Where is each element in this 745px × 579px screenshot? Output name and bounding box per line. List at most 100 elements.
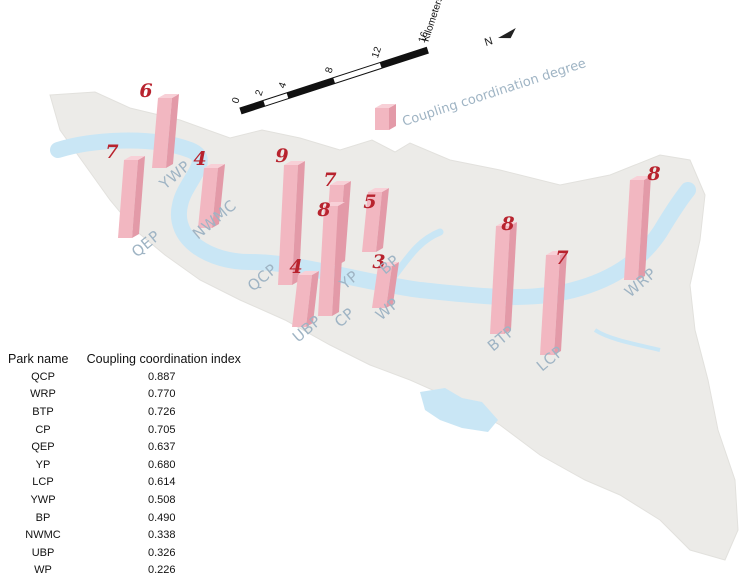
bar-side-face	[332, 202, 345, 316]
row-index-value: 0.680	[148, 458, 176, 471]
scale-tick-label: 0	[230, 96, 242, 105]
lake	[420, 388, 498, 432]
bar-top-face	[124, 156, 145, 160]
bar-top-face	[546, 251, 567, 255]
scale-tick-label: 2	[254, 88, 266, 97]
bar-side-face	[292, 161, 305, 285]
bar-lcp: 7	[540, 247, 569, 355]
bar-top-face	[496, 222, 517, 226]
scale-tick-label: 12	[370, 45, 384, 59]
table-header: Park name Coupling coordination index	[8, 350, 258, 368]
bar-side-face	[638, 176, 651, 280]
table-row: BTP 0.726	[8, 403, 258, 421]
row-index-value: 0.614	[148, 476, 176, 489]
bar-front-face	[372, 266, 392, 308]
bar-degree-label: 5	[363, 191, 376, 213]
bar-wp: 3	[372, 251, 399, 308]
row-index-value: 0.726	[148, 405, 176, 418]
bar-degree-label: 7	[555, 247, 568, 269]
bar-front-face	[152, 98, 172, 168]
bar-front-face	[540, 255, 560, 355]
row-park-name: WP	[34, 564, 52, 577]
bar-front-face	[278, 165, 298, 285]
bar-side-face	[212, 164, 225, 228]
bar-degree-label: 8	[646, 163, 660, 185]
table-row: CP 0.705	[8, 421, 258, 439]
row-park-name: BTP	[32, 405, 54, 418]
north-label: N	[483, 35, 494, 49]
bar-top-face	[284, 161, 305, 165]
row-index-value: 0.887	[148, 370, 176, 383]
bar-side-face	[306, 271, 319, 327]
bar-top-face	[204, 164, 225, 168]
bar-degree-label: 6	[139, 80, 152, 102]
coupling-table: Park name Coupling coordination index QC…	[8, 350, 258, 579]
bars-layer: 6 7 4 9 7 5 4 8 3 8 7 8	[105, 80, 661, 355]
bar-ywp: 6	[139, 80, 179, 168]
bar-front-face	[624, 180, 644, 280]
land-area	[49, 91, 739, 561]
bar-nwmc: 4	[193, 148, 225, 228]
table-row: BP 0.490	[8, 509, 258, 527]
bar-degree-label: 3	[372, 251, 385, 273]
bar-front-face	[198, 168, 218, 228]
bar-degree-label: 7	[323, 169, 336, 191]
river-branch	[391, 228, 444, 279]
bar-bp: 5	[362, 188, 389, 252]
north-arrow: N	[483, 28, 516, 49]
header-park-name: Park name	[8, 352, 69, 366]
row-park-name: UBP	[31, 546, 55, 559]
scale-bar	[239, 46, 429, 115]
bar-degree-label: 8	[316, 199, 330, 221]
bar-top-face	[630, 176, 651, 180]
scale-tick-label: 4	[277, 81, 289, 90]
bar-qcp: 9	[275, 145, 305, 285]
row-park-name: BP	[35, 511, 51, 524]
table-row: WRP 0.770	[8, 386, 258, 404]
bar-degree-label: 7	[105, 141, 118, 163]
bar-degree-label: 9	[275, 145, 288, 167]
row-park-name: QEP	[31, 441, 55, 454]
row-park-name: YP	[35, 458, 51, 471]
bar-front-face	[292, 275, 312, 327]
table-row: QCP 0.887	[8, 368, 258, 386]
bar-front-face	[318, 206, 338, 316]
bar-side-face	[554, 251, 567, 355]
bar-ubp: 4	[289, 256, 319, 327]
bar-qep: 7	[105, 141, 145, 238]
row-park-name: NWMC	[25, 529, 61, 542]
row-park-name: WRP	[30, 388, 56, 401]
table-row: YP 0.680	[8, 456, 258, 474]
bar-front-face	[490, 226, 510, 334]
table-row: LCP 0.614	[8, 474, 258, 492]
legend-label: Coupling coordination degree	[401, 56, 588, 130]
row-park-name: CP	[35, 423, 51, 436]
scale-unit-label: Kilometers	[421, 0, 446, 43]
bar-degree-label: 8	[500, 213, 514, 235]
bar-wrp: 8	[624, 163, 661, 280]
bar-side-face	[132, 156, 145, 238]
scale-tick-label: 16	[417, 30, 431, 44]
bar-front-face	[118, 160, 138, 238]
bar-degree-label: 4	[289, 256, 302, 278]
bar-top-face	[368, 188, 389, 192]
row-index-value: 0.508	[148, 493, 176, 506]
bar-top-face	[298, 271, 319, 275]
bar-side-face	[376, 188, 389, 252]
row-index-value: 0.705	[148, 423, 176, 436]
row-index-value: 0.326	[148, 546, 176, 559]
table-row: UBP 0.326	[8, 544, 258, 562]
bar-top-face	[378, 262, 399, 266]
row-index-value: 0.770	[148, 388, 176, 401]
row-index-value: 0.490	[148, 511, 176, 524]
row-park-name: QCP	[31, 370, 55, 383]
bar-side-face	[386, 262, 399, 308]
scale-tick-label: 8	[324, 66, 336, 75]
row-park-name: LCP	[32, 476, 54, 489]
legend: Coupling coordination degree	[375, 56, 588, 130]
row-index-value: 0.226	[148, 564, 176, 577]
bar-degree-label: 4	[193, 148, 206, 170]
